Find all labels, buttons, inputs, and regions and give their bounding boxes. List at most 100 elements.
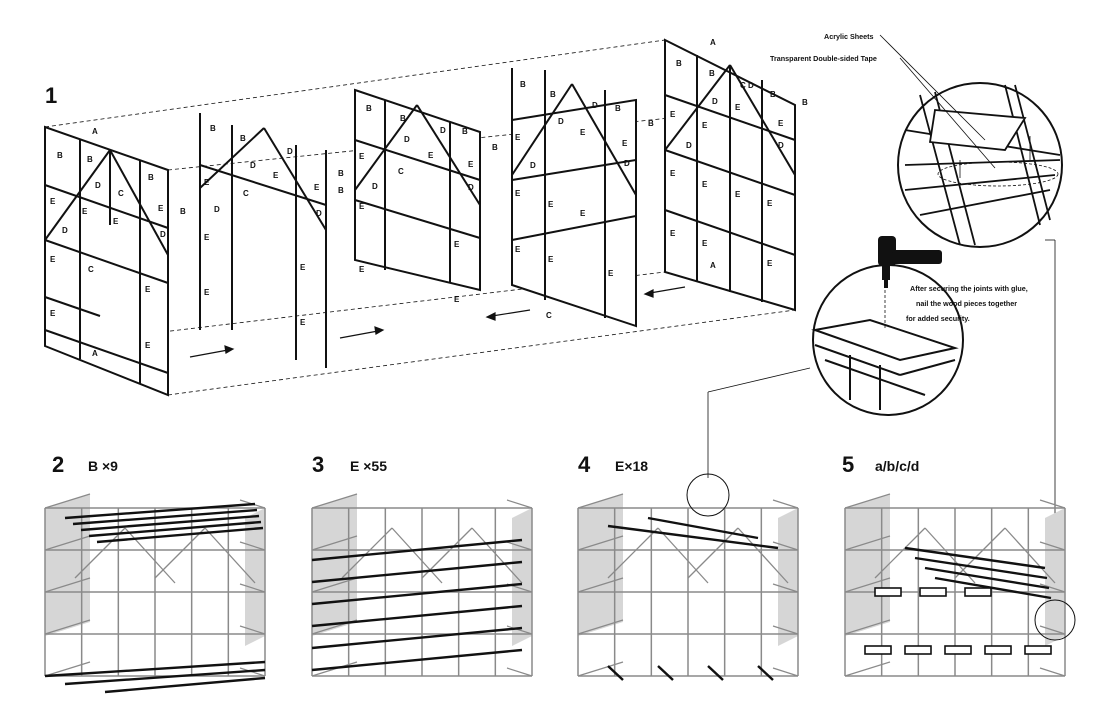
- step-3-number: 3: [312, 452, 324, 477]
- frame-member: [506, 499, 533, 509]
- frame-member: [311, 535, 358, 551]
- step-2-number: 2: [52, 452, 64, 477]
- part-label-b: B: [709, 69, 715, 78]
- highlight-b-member: [64, 502, 256, 520]
- detail-acrylic: Acrylic Sheets Transparent Double-sided …: [770, 32, 1063, 605]
- highlight-b-member: [44, 660, 266, 678]
- frame-member: [844, 661, 891, 677]
- part-label-e: E: [515, 189, 521, 198]
- acrylic-sheet: [944, 645, 972, 655]
- frame-member: [506, 541, 533, 551]
- part-label-d: D: [214, 205, 220, 214]
- part-label-a: A: [710, 261, 716, 270]
- part-label-b: B: [400, 114, 406, 123]
- acrylic-sheet: [1024, 645, 1052, 655]
- part-label-e: E: [204, 233, 210, 242]
- frame-member: [772, 499, 799, 509]
- part-label-d: D: [748, 81, 754, 90]
- frame-member: [239, 625, 266, 635]
- part-label-d: D: [624, 159, 630, 168]
- frame-member: [44, 577, 91, 593]
- part-label-e: E: [50, 255, 56, 264]
- frame-member: [239, 583, 266, 593]
- acrylic-sheet: [919, 587, 947, 597]
- highlight-b-member: [96, 526, 264, 544]
- frame-member: [1039, 541, 1066, 551]
- highlight-e-member: [311, 538, 523, 562]
- part-label-b: B: [550, 90, 556, 99]
- part-label-d: D: [468, 183, 474, 192]
- part-label-b: B: [180, 207, 186, 216]
- part-label-d: D: [440, 126, 446, 135]
- part-label-c: C: [546, 311, 552, 320]
- part-label-e: E: [50, 197, 56, 206]
- wall-front: [44, 125, 169, 397]
- cube-step-3: [311, 493, 533, 677]
- side-panel: [1045, 508, 1065, 646]
- part-label-b: B: [520, 80, 526, 89]
- part-label-e: E: [158, 204, 164, 213]
- truss: [124, 527, 176, 584]
- part-label-d: D: [686, 141, 692, 150]
- part-labels: A A B B B B C C D D D E E E E E E E E B …: [50, 38, 808, 358]
- side-panel: [578, 494, 623, 636]
- part-label-e: E: [359, 202, 365, 211]
- glue-note-line-1: After securing the joints with glue,: [910, 284, 1028, 293]
- frame-member: [311, 577, 358, 593]
- glue-note-line-2: nail the wood pieces together: [916, 299, 1017, 308]
- highlight-b-member: [64, 668, 266, 686]
- cube-step-2: [44, 493, 266, 694]
- truss: [687, 527, 739, 579]
- highlight-e-member: [647, 516, 759, 540]
- part-label-e: E: [670, 229, 676, 238]
- part-label-d: D: [160, 230, 166, 239]
- part-label-e: E: [454, 295, 460, 304]
- highlight-b-member: [72, 508, 258, 526]
- highlight-e-member: [757, 665, 774, 681]
- frame-member: [44, 535, 91, 551]
- side-panel: [245, 508, 265, 646]
- part-label-e: E: [702, 180, 708, 189]
- step-2-quantity: B ×9: [88, 458, 118, 474]
- highlight-e-member: [707, 665, 724, 681]
- side-panel: [45, 494, 90, 636]
- part-label-d: D: [250, 161, 256, 170]
- acrylic-sheets-label: Acrylic Sheets: [824, 32, 874, 41]
- frame-member: [1039, 583, 1066, 593]
- step-titles: 1 2 B ×9 3 E ×55 4 E×18 5 a/b/c/d: [45, 83, 919, 477]
- part-label-e: E: [548, 255, 554, 264]
- part-label-e: E: [778, 119, 784, 128]
- acrylic-sheet: [984, 645, 1012, 655]
- part-label-e: E: [300, 263, 306, 272]
- highlight-e-member: [657, 665, 674, 681]
- highlight-e-member: [311, 648, 523, 672]
- part-label-e: E: [735, 103, 741, 112]
- magnifier-circle-icon: [1034, 599, 1076, 641]
- frame-member: [1039, 625, 1066, 635]
- side-panel: [778, 508, 798, 646]
- part-label-e: E: [548, 200, 554, 209]
- part-label-d: D: [372, 182, 378, 191]
- part-label-d: D: [712, 97, 718, 106]
- detail-nailing: After securing the joints with glue, nai…: [707, 236, 1028, 478]
- acrylic-sheet: [924, 566, 1050, 590]
- frame-member: [577, 535, 624, 551]
- part-label-d: D: [95, 181, 101, 190]
- part-label-b: B: [770, 90, 776, 99]
- part-label-e: E: [622, 139, 628, 148]
- part-label-a: A: [92, 127, 98, 136]
- frame-member: [772, 541, 799, 551]
- acrylic-sheet: [904, 645, 932, 655]
- frame-member: [844, 535, 891, 551]
- truss: [737, 527, 789, 584]
- truss: [154, 527, 206, 579]
- highlight-e-member: [311, 582, 523, 606]
- wall-back: [664, 38, 796, 312]
- side-panel: [512, 508, 532, 646]
- truss: [1004, 527, 1056, 584]
- glue-note-line-3: for added security.: [906, 314, 970, 323]
- part-label-b: B: [240, 134, 246, 143]
- highlight-e-member: [607, 665, 624, 681]
- part-label-e: E: [145, 285, 151, 294]
- step-3-quantity: E ×55: [350, 458, 387, 474]
